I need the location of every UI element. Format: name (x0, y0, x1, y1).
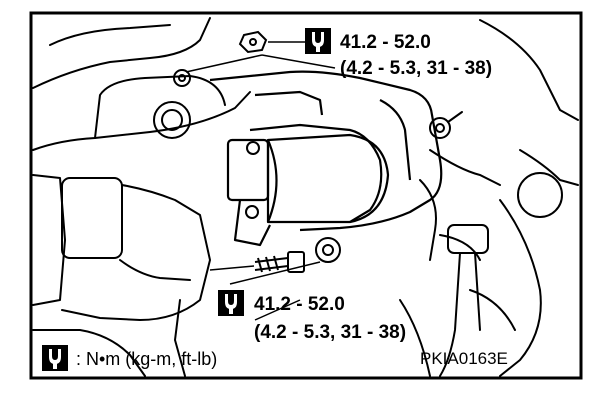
bolts (173, 30, 341, 273)
lower-mount-hole (315, 237, 341, 263)
legend-text: : N•m (kg-m, ft-lb) (76, 349, 217, 369)
torque-wrench-icon (42, 345, 68, 371)
upper-torque-alt-units: (4.2 - 5.3, 31 - 38) (340, 58, 492, 79)
units-legend: : N•m (kg-m, ft-lb) (42, 345, 217, 371)
torque-wrench-icon (218, 290, 244, 316)
leader-lines (185, 41, 336, 321)
upper-mount-bolt (173, 69, 191, 87)
figure-frame (29, 11, 583, 380)
engine-background (32, 17, 579, 377)
upper-bolt (238, 30, 268, 54)
lower-torque-callout: 41.2 - 52.0 (4.2 - 5.3, 31 - 38) (218, 290, 406, 343)
lower-torque-value: 41.2 - 52.0 (254, 294, 345, 315)
terminal-and-cable (419, 111, 501, 377)
lower-torque-alt-units: (4.2 - 5.3, 31 - 38) (254, 322, 406, 343)
torque-wrench-icon (305, 28, 331, 54)
figure-code: PKIA0163E (420, 349, 508, 368)
upper-torque-value: 41.2 - 52.0 (340, 32, 431, 53)
upper-torque-callout: 41.2 - 52.0 (4.2 - 5.3, 31 - 38) (305, 28, 492, 79)
lower-bolt (254, 251, 305, 273)
